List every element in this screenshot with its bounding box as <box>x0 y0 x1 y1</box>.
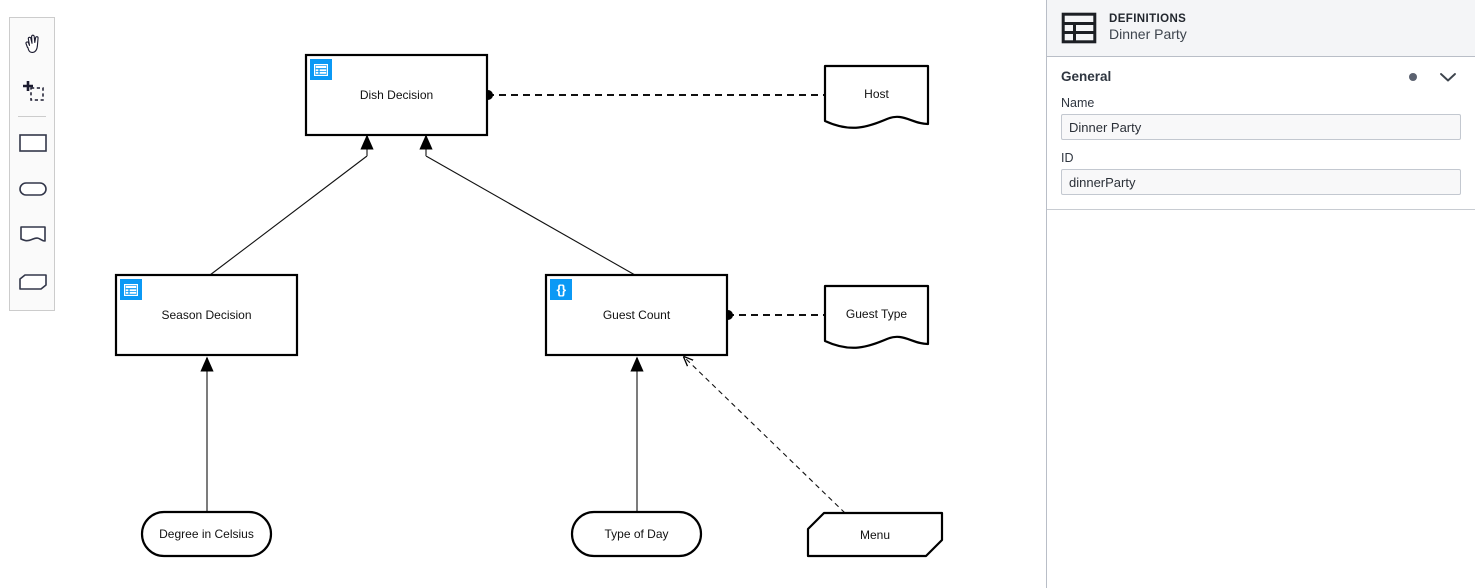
chevron-down-icon[interactable] <box>1439 71 1457 83</box>
decision-table-icon <box>124 283 138 296</box>
node-type-of-day[interactable] <box>570 510 703 558</box>
properties-panel: DEFINITIONS Dinner Party General Name ID <box>1046 0 1475 588</box>
diagram-canvas[interactable]: {} Dish Decision Season Decision Guest C… <box>0 0 1046 588</box>
edge-authority-requirement-guestcount-to-guesttype[interactable] <box>723 310 825 320</box>
edge-authority-requirement-dish-to-host[interactable] <box>483 90 825 100</box>
definitions-table-icon <box>1061 12 1097 44</box>
hand-icon <box>25 34 39 54</box>
literal-expression-icon: {} <box>556 282 566 297</box>
lasso-icon <box>23 81 44 101</box>
group-title: General <box>1061 69 1112 84</box>
knowledge-source-icon <box>20 226 46 242</box>
decision-table-badge-dish-decision[interactable] <box>310 59 332 80</box>
business-knowledge-model-icon <box>19 274 47 290</box>
name-input[interactable] <box>1061 114 1461 140</box>
node-dish-decision[interactable] <box>304 53 489 137</box>
node-guest-count[interactable] <box>544 273 729 357</box>
input-data-oval-icon <box>19 182 47 196</box>
palette-divider <box>18 116 46 117</box>
properties-group-general: General Name ID <box>1047 57 1475 210</box>
node-season-decision[interactable] <box>114 273 299 357</box>
node-host[interactable] <box>823 64 930 129</box>
group-status-dot-icon <box>1409 72 1417 81</box>
decision-table-icon <box>314 63 328 76</box>
palette <box>9 17 55 311</box>
id-input[interactable] <box>1061 169 1461 195</box>
literal-expression-badge-guest-count[interactable]: {} <box>550 279 572 300</box>
node-degree-in-celsius[interactable] <box>140 510 273 558</box>
edge-information-requirement-season-to-dish[interactable] <box>209 134 374 276</box>
palette-create-business-knowledge-model[interactable] <box>10 258 56 304</box>
node-guest-type[interactable] <box>823 284 930 349</box>
edge-information-requirement-guestcount-to-dish[interactable] <box>419 134 636 276</box>
palette-create-knowledge-source[interactable] <box>10 212 56 258</box>
label-id: ID <box>1061 151 1074 165</box>
panel-header-kind: DEFINITIONS <box>1109 13 1187 26</box>
group-header[interactable]: General <box>1061 69 1461 84</box>
palette-create-input-data[interactable] <box>10 166 56 212</box>
edge-knowledge-requirement-menu-to-guestcount[interactable] <box>684 357 846 514</box>
properties-panel-header: DEFINITIONS Dinner Party <box>1047 0 1475 57</box>
palette-lasso-tool[interactable] <box>10 68 56 114</box>
decision-rectangle-icon <box>19 134 47 152</box>
node-menu[interactable] <box>806 511 944 558</box>
label-name: Name <box>1061 96 1095 110</box>
decision-table-badge-season-decision[interactable] <box>120 279 142 300</box>
palette-create-decision[interactable] <box>10 120 56 166</box>
palette-hand-tool[interactable] <box>10 22 56 68</box>
panel-header-name: Dinner Party <box>1109 26 1187 43</box>
